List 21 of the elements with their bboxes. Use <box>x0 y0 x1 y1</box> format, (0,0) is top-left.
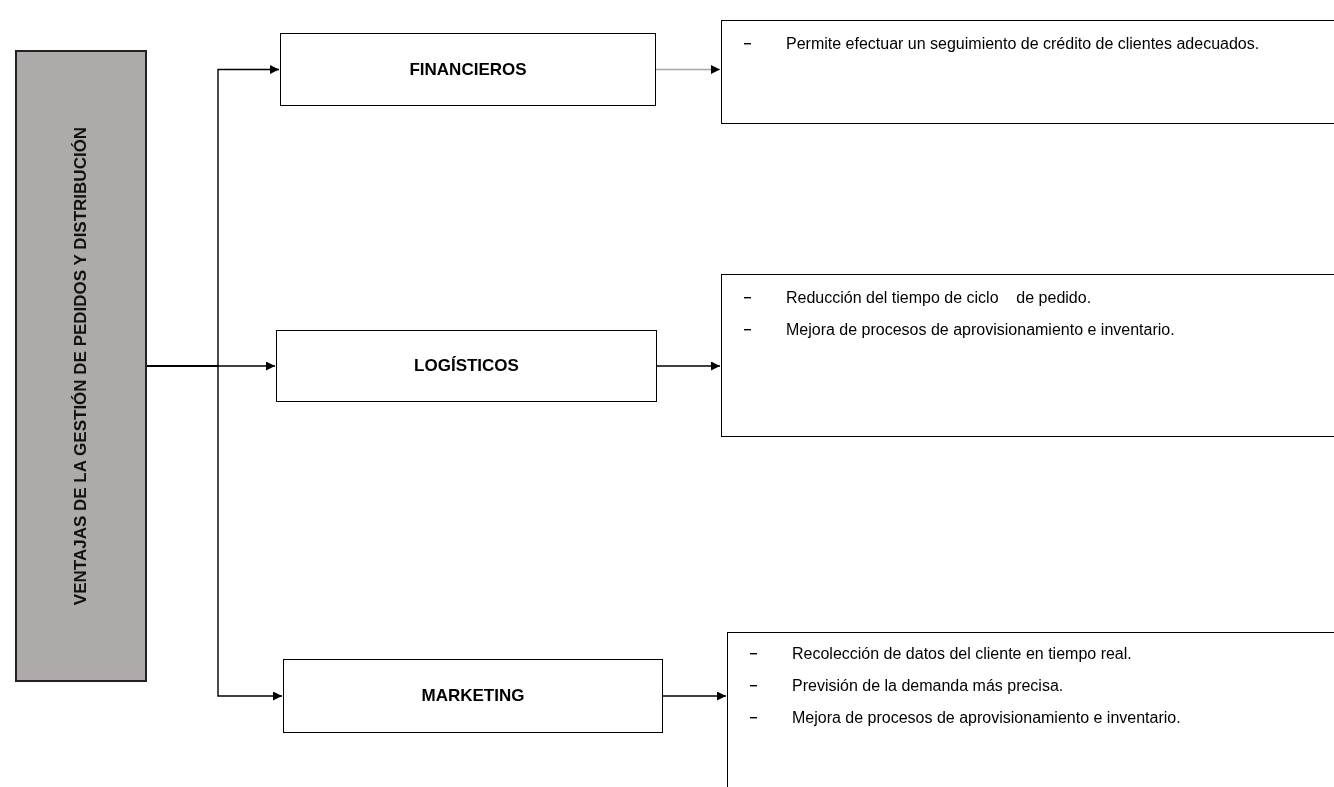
bullet-text: Permite efectuar un seguimiento de crédito de clientes adecuados. <box>786 34 1260 54</box>
category-box <box>283 659 663 733</box>
bullet-text: Mejora de procesos de aprovisionamiento e inventario. <box>786 320 1175 340</box>
connector-arrow <box>656 361 721 371</box>
connector-arrow <box>146 365 283 701</box>
bullet-text: Recolección de datos del cliente en tiempo real. <box>792 644 1132 664</box>
bullet-text: Mejora de procesos de aprovisionamiento e inventario. <box>792 708 1181 728</box>
detail-box <box>721 20 1334 124</box>
connector-arrow <box>655 65 721 74</box>
detail-box <box>727 632 1334 787</box>
category-label: FINANCIEROS <box>409 58 527 81</box>
bullet-text: Reducción del tiempo de ciclo de pedido. <box>786 288 1092 308</box>
bullet-text: Previsión de la demanda más precisa. <box>792 676 1064 696</box>
detail-box <box>721 274 1334 437</box>
category-label: MARKETING <box>421 685 525 708</box>
category-label: LOGÍSTICOS <box>414 355 519 378</box>
connector-arrow <box>662 691 727 701</box>
title-text: VENTAJAS DE LA GESTIÓN DE PEDIDOS Y DISTRIBUCIÓN <box>70 125 91 608</box>
category-box <box>280 33 656 106</box>
title-box <box>15 50 147 682</box>
category-box <box>276 330 657 402</box>
